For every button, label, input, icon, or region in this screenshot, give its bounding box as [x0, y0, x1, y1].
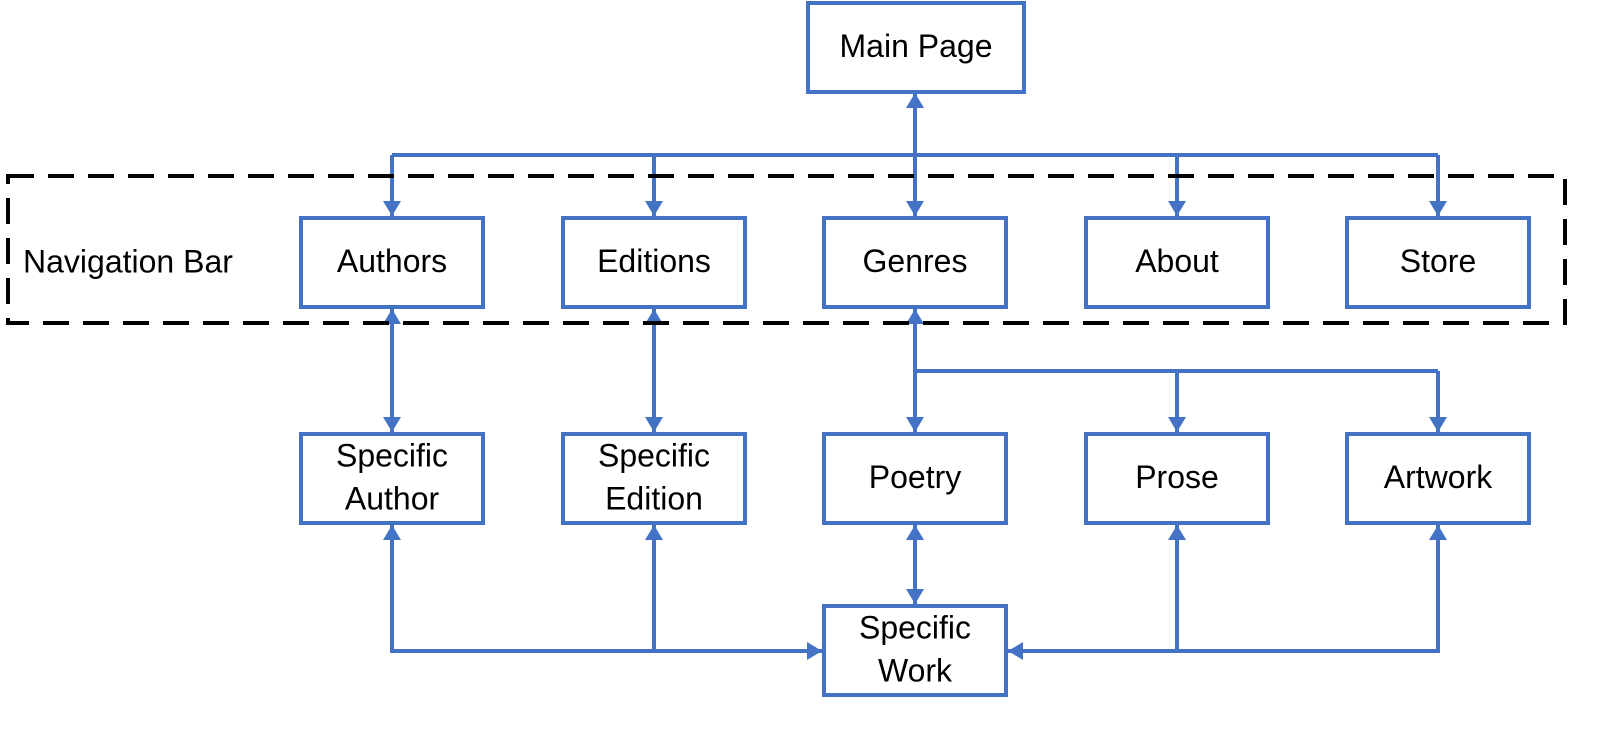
authors-box [299, 216, 485, 309]
arrow-into-main-page [906, 93, 924, 108]
arrow-into-specific-work-top [906, 589, 924, 604]
node-main-page: Main Page [806, 1, 1026, 94]
specific-work-label: Work [878, 652, 953, 688]
arrow-into-specific-author [383, 417, 401, 432]
main-page-box [806, 1, 1026, 94]
node-store: Store [1345, 216, 1531, 309]
navigation-bar-label: Navigation Bar [23, 243, 233, 279]
arrow-into-prose [1168, 417, 1186, 432]
arrow-into-store [1429, 201, 1447, 216]
about-box [1084, 216, 1270, 309]
arrow-into-poetry-bottom [906, 525, 924, 540]
arrow-into-specific-author-bottom [383, 525, 401, 540]
about-label: About [1135, 243, 1219, 279]
node-artwork: Artwork [1345, 432, 1531, 525]
arrow-into-genres [906, 201, 924, 216]
node-authors: Authors [299, 216, 485, 309]
navigation-bar-group [6, 174, 1567, 325]
arrow-into-specific-edition [645, 417, 663, 432]
specific-author-label: Specific [336, 437, 448, 473]
main-page-label: Main Page [840, 28, 993, 64]
genres-label: Genres [863, 243, 968, 279]
specific-edition-label: Edition [605, 480, 703, 516]
arrow-into-specific-edition-bottom [645, 525, 663, 540]
genres-box [822, 216, 1008, 309]
prose-box [1084, 432, 1270, 525]
arrow-into-prose-bottom [1168, 525, 1186, 540]
specific-edition-box [561, 432, 747, 525]
arrow-into-genres [906, 309, 924, 324]
specific-author-box [299, 432, 485, 525]
arrow-into-editions [645, 201, 663, 216]
arrow-into-editions [645, 309, 663, 324]
node-prose: Prose [1084, 432, 1270, 525]
authors-label: Authors [337, 243, 447, 279]
store-label: Store [1400, 243, 1476, 279]
node-about: About [1084, 216, 1270, 309]
specific-work-box [822, 604, 1008, 697]
arrow-into-about [1168, 201, 1186, 216]
poetry-label: Poetry [869, 459, 961, 495]
arrow-into-specific-work-right [1008, 642, 1023, 660]
editions-label: Editions [597, 243, 711, 279]
arrow-into-authors [383, 309, 401, 324]
artwork-label: Artwork [1384, 459, 1493, 495]
store-box [1345, 216, 1531, 309]
edge-artwork-to-work [1008, 525, 1440, 653]
node-genres: Genres [822, 216, 1008, 309]
arrow-into-specific-work-left [807, 642, 822, 660]
poetry-box [822, 432, 1008, 525]
arrow-into-artwork [1429, 417, 1447, 432]
edge-specific-author-to-work [390, 525, 822, 653]
arrow-into-poetry [906, 417, 924, 432]
editions-box [561, 216, 747, 309]
node-editions: Editions [561, 216, 747, 309]
prose-label: Prose [1135, 459, 1219, 495]
diagram-edges [383, 93, 1447, 660]
specific-edition-label: Specific [598, 437, 710, 473]
node-poetry: Poetry [822, 432, 1008, 525]
arrow-into-artwork-bottom [1429, 525, 1447, 540]
specific-author-label: Author [345, 480, 440, 516]
arrow-into-authors [383, 201, 401, 216]
specific-work-label: Specific [859, 609, 971, 645]
artwork-box [1345, 432, 1531, 525]
